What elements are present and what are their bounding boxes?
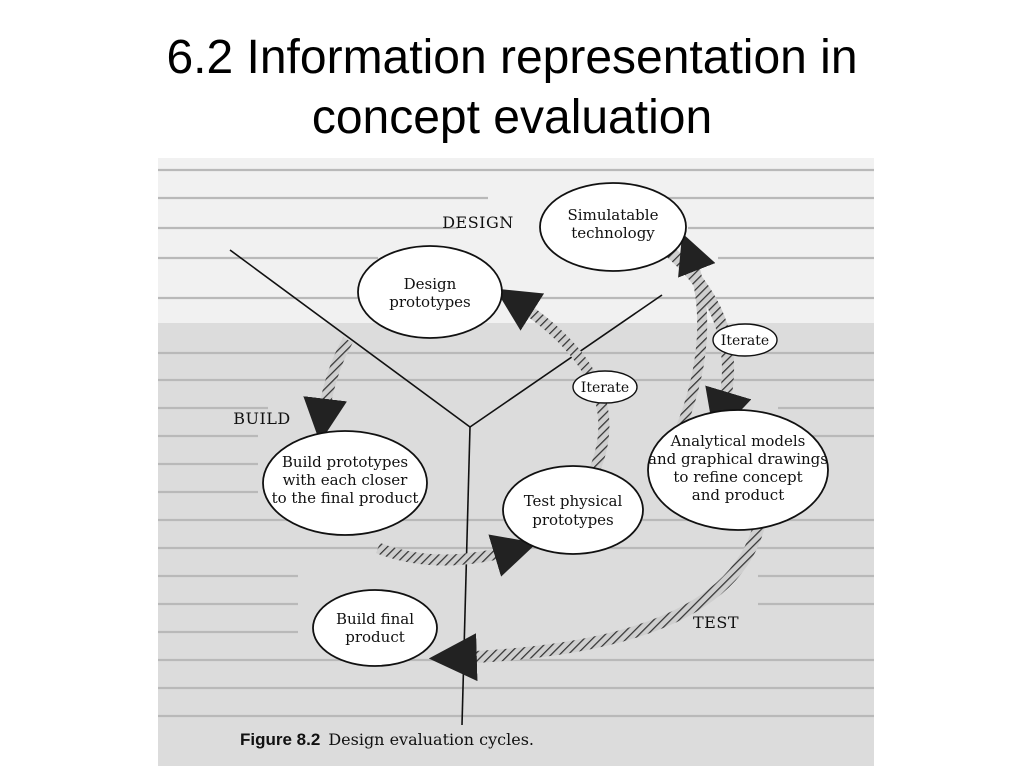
slide-title: 6.2 Information representation in concep… xyxy=(0,28,1024,148)
node-design-prototypes-line-2: prototypes xyxy=(389,293,471,311)
node-build-prototypes-line-3: to the final product xyxy=(272,489,419,507)
node-analytical-models-line-2: and graphical drawings xyxy=(648,450,828,468)
arrow-analytical-to-simulatable xyxy=(675,233,716,432)
node-simulatable-technology-line-2: technology xyxy=(571,224,655,242)
node-analytical-models-line-3: to refine concept xyxy=(673,468,802,486)
node-design-prototypes-line-1: Design xyxy=(404,275,457,293)
section-label-design: DESIGN xyxy=(442,213,514,232)
arrow-analytical-to-final xyxy=(428,520,766,682)
figure-caption-label: Figure 8.2 xyxy=(240,730,321,749)
node-test-physical-prototypes: Test physical prototypes xyxy=(502,465,644,555)
arrow-design-to-build xyxy=(303,337,353,443)
node-design-prototypes: Design prototypes xyxy=(357,245,503,339)
node-build-prototypes: Build prototypes with each closer to the… xyxy=(262,430,428,536)
node-analytical-models-line-1: Analytical models xyxy=(670,432,806,450)
iterate-label-outer: Iterate xyxy=(712,323,778,357)
slide-title-line-1: 6.2 Information representation in xyxy=(166,31,858,84)
node-build-prototypes-line-1: Build prototypes xyxy=(282,453,408,471)
node-analytical-models: Analytical models and graphical drawings… xyxy=(647,409,829,531)
iterate-label-inner: Iterate xyxy=(572,370,638,404)
iterate-text-outer: Iterate xyxy=(721,333,769,349)
node-build-prototypes-line-2: with each closer xyxy=(283,471,409,489)
node-build-final-product-line-1: Build final xyxy=(336,610,414,628)
iterate-text-inner: Iterate xyxy=(581,380,629,396)
node-simulatable-technology: Simulatable technology xyxy=(539,182,687,272)
slide-title-line-2: concept evaluation xyxy=(311,91,713,144)
node-build-final-product-line-2: product xyxy=(345,628,405,646)
node-simulatable-technology-line-1: Simulatable xyxy=(568,206,659,224)
figure-caption-text: Design evaluation cycles. xyxy=(328,730,534,749)
figure-caption: Figure 8.2 Design evaluation cycles. xyxy=(240,730,534,750)
outer-cycle-arrows xyxy=(428,233,766,682)
section-label-test: TEST xyxy=(693,613,739,632)
section-label-build: BUILD xyxy=(233,409,291,428)
node-test-physical-prototypes-line-1: Test physical xyxy=(524,492,623,510)
node-build-final-product: Build final product xyxy=(312,589,438,667)
node-analytical-models-line-4: and product xyxy=(692,486,784,504)
arrow-build-to-test xyxy=(376,534,537,577)
node-test-physical-prototypes-line-2: prototypes xyxy=(532,511,614,529)
